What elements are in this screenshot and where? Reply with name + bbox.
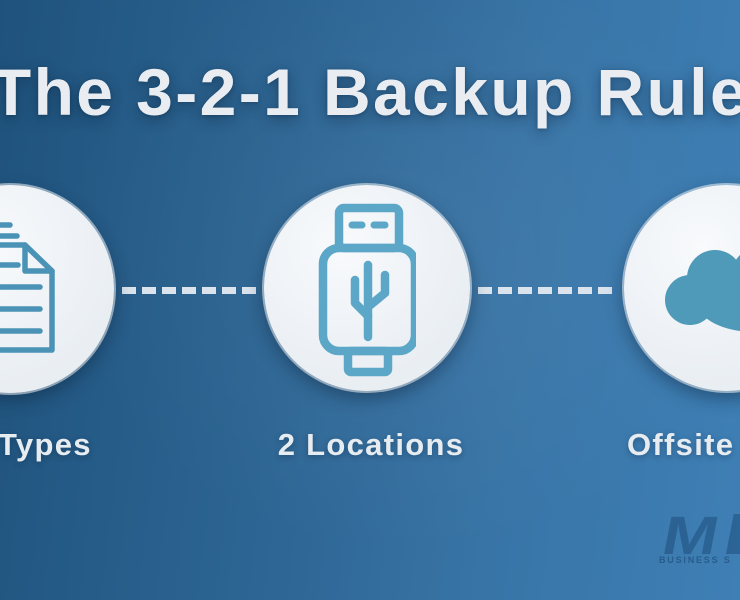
cloud-icon [665,250,740,331]
step-label-documents: Types [0,427,92,462]
watermark-partial-letter [726,514,740,554]
step-circle-usb [264,185,470,391]
watermark-caption: BUSINESS S [659,555,732,565]
watermark-letter: M [657,506,724,566]
usb-drive-icon [318,203,416,377]
step-label-cloud: Offsite B [627,427,740,462]
infographic-title: The 3-2-1 Backup Rule [0,55,740,129]
step-circle-documents [0,185,114,393]
dashed-connector-right [478,287,618,294]
dashed-connector-left [122,287,256,294]
step-circle-cloud [624,185,740,391]
step-label-usb: 2 Locations [277,427,465,462]
documents-icon [0,222,55,353]
